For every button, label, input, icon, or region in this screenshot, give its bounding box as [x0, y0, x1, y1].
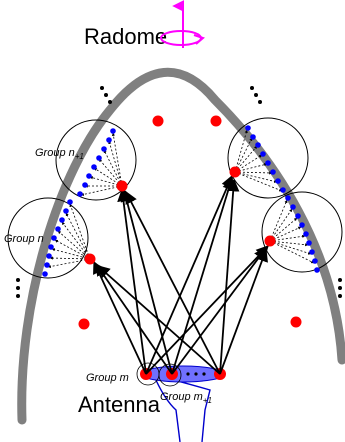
group-n-fan — [47, 203, 91, 269]
red-point — [290, 316, 302, 328]
rotation-arrow-icon — [160, 0, 205, 48]
lower-right-center — [264, 235, 276, 247]
group-n-plus-1-label-sub: +1 — [75, 152, 84, 161]
red-point — [152, 115, 164, 127]
group-n-plus-1-points — [77, 128, 116, 197]
group-circle-lower-right — [261, 191, 343, 273]
radome-label: Radome — [84, 24, 167, 49]
upper-right-center — [229, 166, 241, 178]
group-n-plus-1-label: Group n+1 — [35, 147, 84, 161]
group-n-plus-1-fan — [80, 132, 123, 196]
group-n-points — [42, 199, 73, 277]
group-m-plus-1-label-base: Group m — [160, 391, 203, 403]
group-circle-n-plus-1-left — [55, 119, 137, 201]
propagation-arrows — [93, 174, 269, 375]
antenna-label: Antenna — [78, 392, 161, 417]
red-point — [78, 318, 90, 330]
radome-wall — [17, 67, 345, 425]
lower-right-points — [285, 195, 320, 273]
ellipsis-icon — [16, 86, 342, 298]
group-m-plus-1-label: Group m+1 — [160, 391, 212, 405]
group-n-center — [84, 253, 96, 265]
upper-right-points — [245, 125, 286, 193]
group-n-plus-1-center — [116, 180, 128, 192]
group-m-plus-1-label-sub: +1 — [203, 396, 212, 405]
lower-right-fan — [269, 199, 315, 264]
red-point — [210, 115, 222, 127]
group-n-label: Group n — [4, 233, 44, 245]
group-n-plus-1-label-base: Group n — [35, 147, 75, 159]
group-circle-upper-right — [227, 117, 309, 199]
upper-right-fan — [234, 129, 283, 192]
group-m-label: Group m — [86, 372, 129, 384]
group-circle-n-left — [7, 197, 89, 279]
